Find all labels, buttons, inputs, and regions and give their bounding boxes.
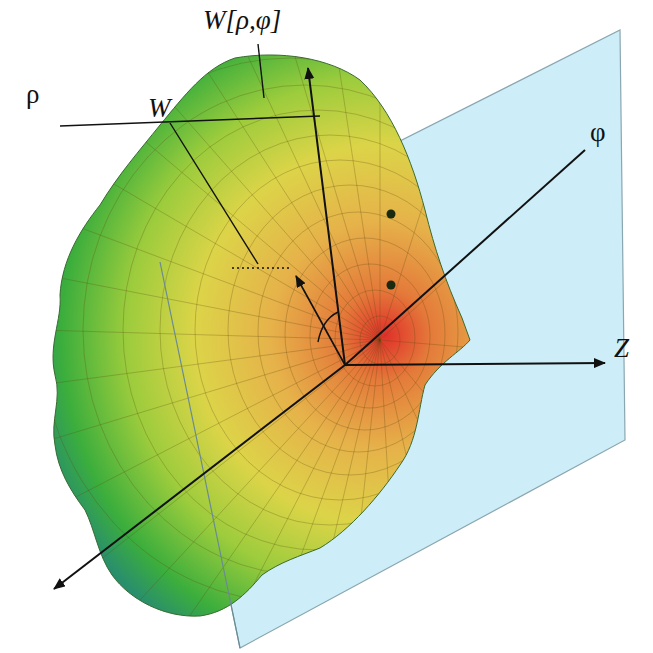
landmark-dot — [387, 281, 396, 290]
leader-line — [170, 123, 258, 264]
horizontal-axis — [54, 365, 345, 589]
w-vector — [296, 276, 345, 365]
surface-label: W[ρ,φ] — [203, 6, 281, 36]
phi-line — [345, 150, 585, 365]
dotted-projection — [232, 267, 292, 268]
angle-arc — [318, 312, 338, 342]
landmark-dot — [387, 210, 396, 219]
vertical-axis — [308, 68, 345, 365]
axis-label: ρ — [26, 80, 39, 110]
face-surface — [40, 40, 540, 640]
leader-line — [258, 44, 264, 98]
leader-line — [60, 116, 320, 126]
axis-label: Z — [614, 334, 629, 364]
axis-label: φ — [590, 118, 606, 148]
vector-label: W — [148, 94, 171, 124]
z-axis — [345, 363, 605, 365]
